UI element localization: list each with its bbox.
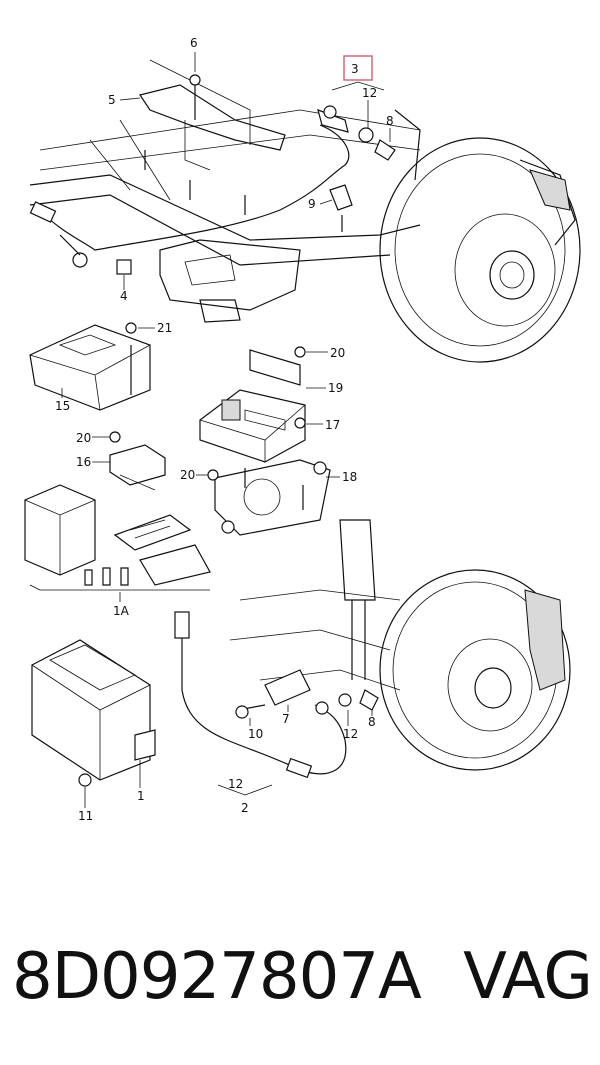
callout-5: 5 bbox=[108, 93, 116, 107]
wheel-speed-sensor-rear bbox=[317, 105, 396, 232]
callout-1: 1 bbox=[137, 789, 145, 803]
callout-12: 12 bbox=[343, 727, 358, 741]
rear-subframe bbox=[29, 109, 421, 323]
callout-20: 20 bbox=[76, 431, 91, 445]
sensor-harness bbox=[29, 124, 350, 275]
ecu-mount bbox=[199, 346, 331, 536]
bracket-7 bbox=[235, 669, 311, 719]
callout-1A: 1A bbox=[113, 604, 130, 618]
callout-10: 10 bbox=[248, 727, 263, 741]
rear-brake-disc bbox=[379, 109, 581, 363]
highlight-box-3 bbox=[343, 55, 373, 81]
control-unit-15 bbox=[29, 322, 151, 411]
sensor-unit-16 bbox=[109, 431, 166, 491]
callout-16: 16 bbox=[76, 455, 91, 469]
callout-8: 8 bbox=[386, 114, 394, 128]
parts-diagram: 3 12 8 6 5 9 4 21 15 20 19 17 20 16 20 1… bbox=[24, 36, 581, 823]
callout-3: 3 bbox=[351, 62, 359, 76]
callout-20: 20 bbox=[330, 346, 345, 360]
callout-15: 15 bbox=[55, 399, 70, 413]
front-brake-disc bbox=[379, 569, 571, 771]
callout-9: 9 bbox=[308, 197, 316, 211]
control-unit-1 bbox=[31, 639, 156, 787]
part-number: 8D0927807A bbox=[12, 940, 422, 1014]
footer: 8D0927807A VAG bbox=[12, 940, 593, 1030]
callout-18: 18 bbox=[342, 470, 357, 484]
callout-labels: 3 12 8 6 5 9 4 21 15 20 19 17 20 16 20 1… bbox=[55, 36, 394, 823]
callout-17: 17 bbox=[325, 418, 340, 432]
callout-8: 8 bbox=[368, 715, 376, 729]
callout-12: 12 bbox=[228, 777, 243, 791]
callout-2: 2 bbox=[241, 801, 249, 815]
callout-19: 19 bbox=[328, 381, 343, 395]
brand-label: VAG bbox=[463, 940, 593, 1014]
front-strut bbox=[229, 519, 401, 691]
repair-kit-1A bbox=[24, 484, 211, 591]
callout-21: 21 bbox=[157, 321, 172, 335]
callout-11: 11 bbox=[78, 809, 93, 823]
callout-7: 7 bbox=[282, 712, 290, 726]
callout-4: 4 bbox=[120, 289, 128, 303]
leader-lines bbox=[61, 52, 391, 808]
callout-12: 12 bbox=[362, 86, 377, 100]
callout-20: 20 bbox=[180, 468, 195, 482]
bracket-5 bbox=[139, 59, 286, 215]
callout-6: 6 bbox=[190, 36, 198, 50]
wheel-speed-sensor-front bbox=[174, 611, 379, 779]
